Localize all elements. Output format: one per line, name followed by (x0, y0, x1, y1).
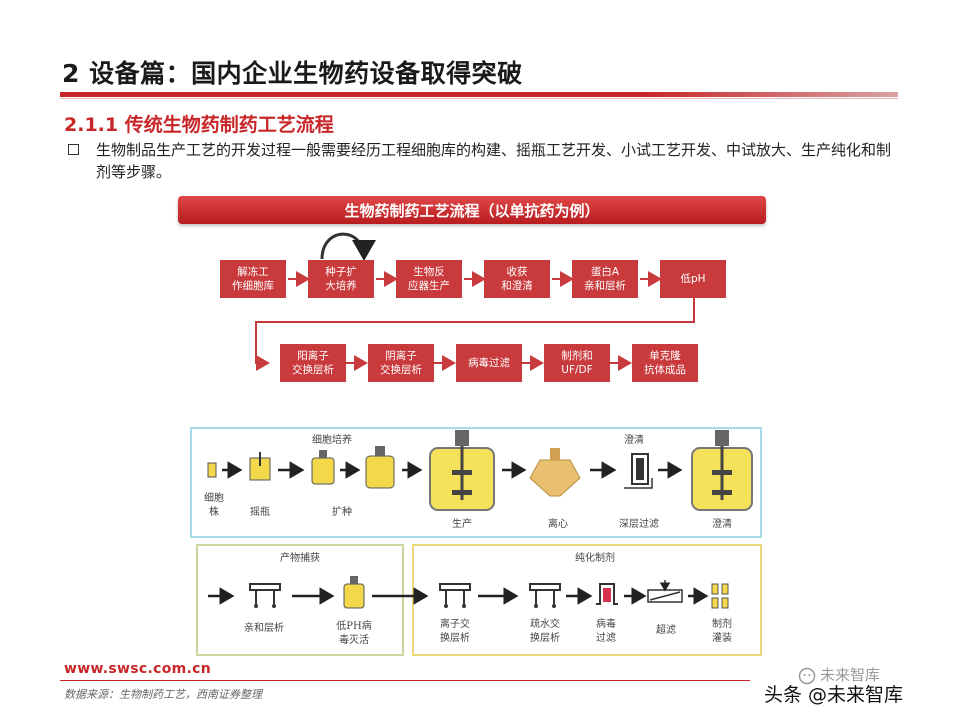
title-rule-thin (60, 98, 898, 99)
section-title: 2.1.1 传统生物药制药工艺流程 (64, 114, 334, 136)
centrifuge-icon (529, 448, 581, 497)
step-bioreactor: 生物反 应器生产 (396, 260, 462, 298)
virus-filter-icon (596, 583, 618, 605)
footer-source: 数据来源：生物制药工艺，西南证券整理 (64, 688, 262, 701)
footer-rule (60, 680, 750, 681)
ion-exchange-column-icon (439, 583, 471, 608)
step-final-product: 单克隆 抗体成品 (632, 344, 698, 382)
label-ultrafiltration: 超滤 (656, 625, 676, 636)
hydrophobic-column-icon (529, 583, 561, 608)
label-cell-culture: 细胞培养 (312, 435, 352, 446)
shake-flask-icon (249, 452, 271, 481)
label-depth-filtration: 深层过滤 (619, 519, 659, 530)
label-cell-line: 细胞 株 (204, 493, 224, 518)
step-virus-filtration: 病毒过滤 (456, 344, 522, 382)
affinity-column-icon (249, 583, 281, 608)
label-centrifuge: 离心 (548, 519, 568, 530)
bullet-text: 生物制品生产工艺的开发过程一般需要经历工程细胞库的构建、摇瓶工艺开发、小试工艺开… (96, 141, 892, 181)
label-low-ph-inactivation: 低PH病 毒灭活 (336, 621, 372, 646)
label-shake-flask: 摇瓶 (250, 507, 270, 518)
step-formulation: 制剂和 UF/DF (544, 344, 610, 382)
flow-banner: 生物药制药工艺流程（以单抗药为例） (178, 196, 766, 224)
label-clarification-header: 澄清 (624, 435, 644, 446)
wechat-logo-icon (798, 667, 816, 685)
watermark-name: 未来智库 (820, 666, 881, 684)
label-expansion: 扩种 (332, 507, 352, 518)
label-affinity: 亲和层析 (244, 623, 284, 634)
schematic-panel-culture (190, 427, 762, 538)
step-protein-a: 蛋白A 亲和层析 (572, 260, 638, 298)
step-thaw-cell-bank: 解冻工 作细胞库 (220, 260, 286, 298)
label-virus-filter: 病毒 过滤 (596, 619, 616, 644)
step-cation-exchange: 阳离子 交换层析 (280, 344, 346, 382)
cell-vial-icon (207, 462, 217, 478)
label-fill-finish: 制剂 灌装 (712, 619, 732, 644)
step-harvest: 收获 和澄清 (484, 260, 550, 298)
production-bioreactor-icon (429, 430, 495, 511)
label-ion-exchange: 离子交 换层析 (440, 619, 470, 644)
depth-filter-icon (624, 453, 653, 489)
schematic-panel-capture (196, 544, 404, 656)
expansion-vessel-small-icon (311, 450, 335, 485)
step-seed-expansion: 种子扩 大培养 (308, 260, 374, 298)
watermark-toutiao: 头条 @未来智库 (764, 684, 904, 706)
label-clarified: 澄清 (712, 519, 732, 530)
label-product-capture: 产物捕获 (280, 553, 320, 564)
title-rule (60, 92, 898, 97)
viral-inactivation-vessel-icon (343, 576, 365, 609)
step-low-ph: 低pH (660, 260, 726, 298)
schematic-panel-purification (412, 544, 762, 656)
bullet-square-icon (68, 144, 79, 155)
step-anion-exchange: 阴离子 交换层析 (368, 344, 434, 382)
label-hydrophobic: 疏水交 换层析 (530, 619, 560, 644)
fill-finish-vials-icon (711, 583, 729, 609)
footer-url[interactable]: www.swsc.com.cn (64, 661, 212, 677)
slide-title: 2 设备篇：国内企业生物药设备取得突破 (62, 59, 523, 88)
label-production: 生产 (452, 519, 472, 530)
ultrafiltration-icon (647, 580, 683, 603)
clarified-vessel-icon (691, 430, 753, 511)
expansion-vessel-icon (365, 446, 395, 489)
label-purification-header: 纯化制剂 (575, 553, 615, 564)
